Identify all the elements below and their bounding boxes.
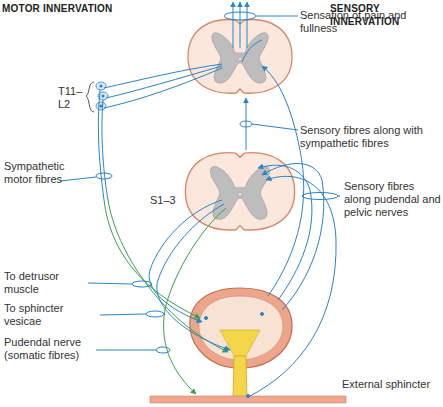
sensory-fibres [205,66,341,398]
fibre-label: Sensory fibres along with sympathetic fi… [300,124,440,150]
fibre-label: Sympathetic motor fibres [4,160,84,186]
segment-label: T11–L2 [58,85,88,111]
segment-label: S1–3 [150,194,190,207]
structure-label: External sphincter [342,378,442,391]
fibre-label: Pudendal nerve (somatic fibres) [4,336,96,362]
ascending-fibres [224,2,298,62]
fibre-label: Sensation of pain and fullness [300,9,420,35]
motor-fibres [60,64,230,394]
fibre-label: To sphincter vesicae [4,302,100,328]
spinal-cord-section [185,153,294,230]
urinary-bladder [190,288,292,398]
fibre-label: To detrusor muscle [4,270,88,296]
fibre-label: Sensory fibres along pudendal and pelvic… [344,180,442,219]
column-heading: MOTOR INNERVATION [2,2,162,15]
